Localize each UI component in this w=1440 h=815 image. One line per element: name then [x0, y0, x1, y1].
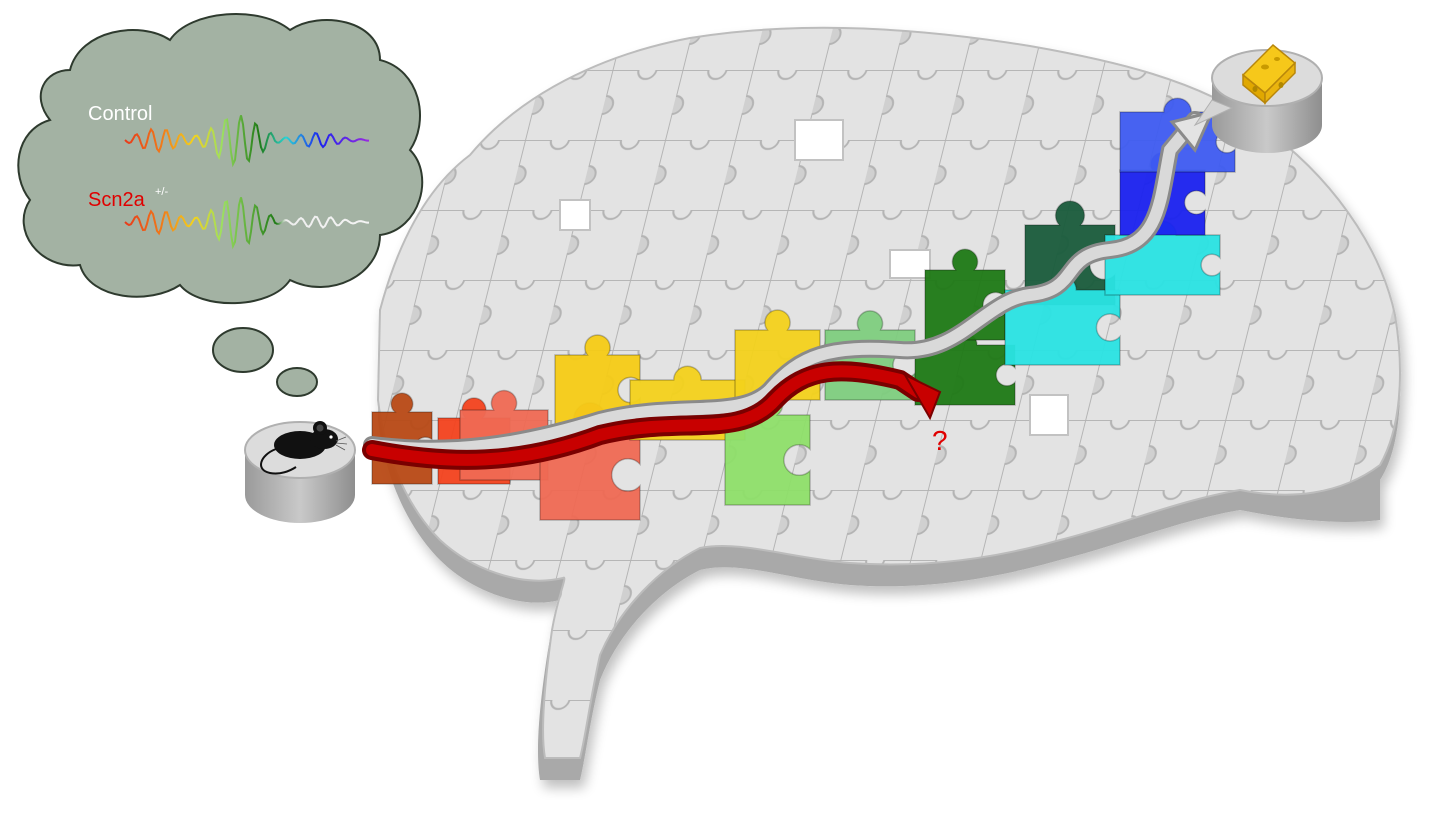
- control-activity-trace: [124, 115, 369, 168]
- mutant-activity-trace: [124, 197, 369, 250]
- cheese-icon: [1241, 43, 1297, 105]
- mutant-genotype-superscript: +/-: [155, 186, 168, 198]
- unknown-outcome-marker: ?: [932, 425, 948, 456]
- mouse-icon: [260, 421, 348, 475]
- goal-pedestal: [1193, 43, 1323, 153]
- mutant-arrowhead: [902, 372, 942, 421]
- thought-bubble: Control Scn2a +/-: [17, 13, 424, 397]
- thought-cloud: [17, 13, 424, 305]
- control-path-arrow-fill: [366, 114, 1201, 455]
- start-pedestal: [244, 421, 356, 523]
- mutant-path-arrow-fill: [366, 365, 924, 466]
- arrows: ?: [362, 109, 1215, 470]
- mutant-label: Scn2a: [88, 189, 146, 211]
- control-label: Control: [88, 103, 152, 125]
- thought-dot-small: [276, 367, 318, 397]
- thought-dot-large: [212, 327, 274, 373]
